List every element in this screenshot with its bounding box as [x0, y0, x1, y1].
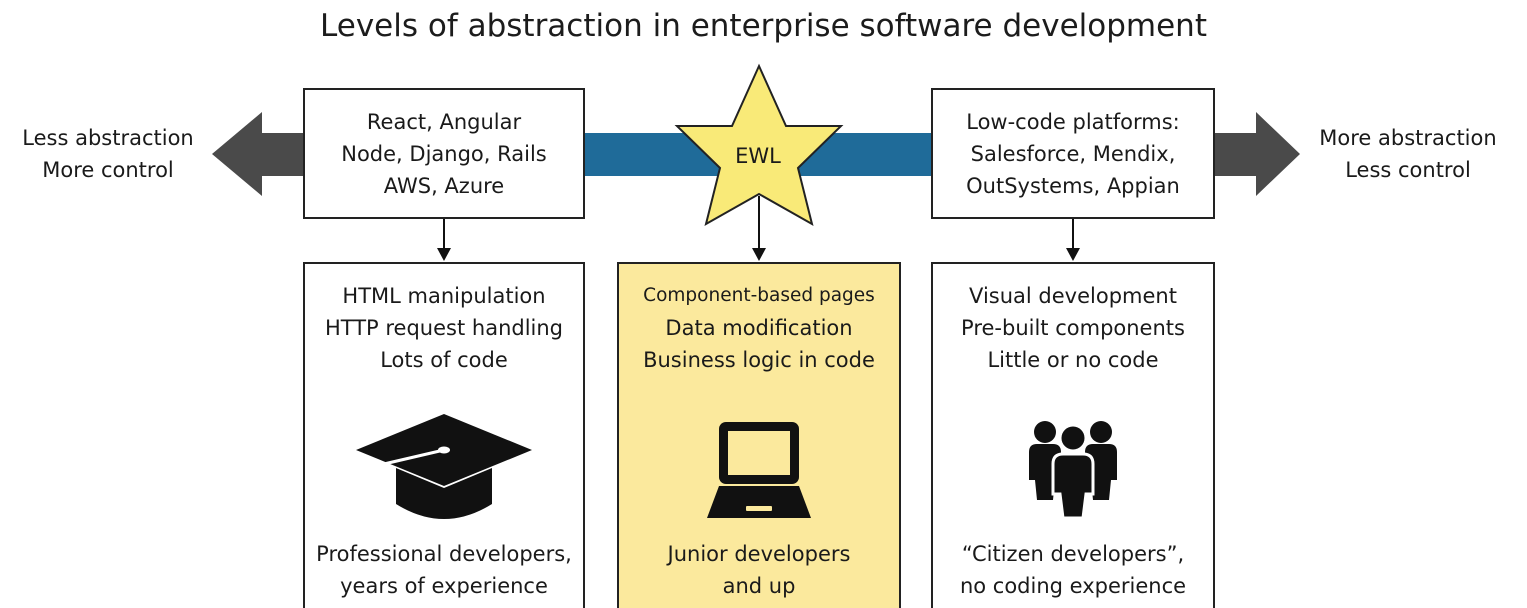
connector-right [1066, 218, 1080, 261]
ewl-star-icon [674, 63, 844, 227]
audience-line: Junior developers [667, 542, 851, 566]
people-group-icon [933, 418, 1213, 522]
framework-line: Node, Django, Rails [341, 141, 547, 166]
right-arrow [1210, 112, 1300, 196]
feature-line: Component-based pages [643, 285, 875, 306]
ewl-development-box: Component-based pages Data modification … [617, 262, 901, 608]
more-abstraction-label: More abstraction Less control [1308, 122, 1508, 186]
feature-line: Business logic in code [643, 348, 875, 372]
traditional-frameworks-box: React, Angular Node, Django, Rails AWS, … [303, 88, 585, 219]
ewl-label: EWL [735, 144, 781, 168]
connector-center [752, 196, 766, 261]
audience-line: and up [722, 574, 796, 598]
right-label-line: Less control [1345, 158, 1471, 182]
platform-line: Salesforce, Mendix, [970, 141, 1176, 166]
feature-line: Lots of code [380, 348, 508, 372]
connector-left [437, 218, 451, 261]
platform-line: OutSystems, Appian [966, 173, 1180, 198]
traditional-development-box: HTML manipulation HTTP request handling … [303, 262, 585, 608]
feature-line: Data modification [665, 316, 853, 340]
low-code-development-box: Visual development Pre-built components … [931, 262, 1215, 608]
left-label-line: More control [42, 158, 174, 182]
low-code-platforms-box: Low-code platforms: Salesforce, Mendix, … [931, 88, 1215, 219]
audience-line: no coding experience [959, 574, 1187, 598]
platform-line: Low-code platforms: [966, 109, 1180, 134]
graduation-cap-icon [305, 412, 583, 524]
framework-line: AWS, Azure [383, 173, 505, 198]
laptop-icon [619, 420, 899, 522]
audience-line: Professional developers, [316, 542, 572, 566]
feature-line: Pre-built components [961, 316, 1185, 340]
diagram-title: Levels of abstraction in enterprise soft… [320, 8, 1207, 44]
feature-line: HTML manipulation [342, 284, 546, 308]
feature-line: Little or no code [987, 348, 1159, 372]
framework-line: React, Angular [366, 109, 522, 134]
feature-line: HTTP request handling [324, 316, 564, 340]
left-label-line: Less abstraction [22, 126, 194, 150]
feature-line: Visual development [969, 284, 1177, 308]
left-arrow [212, 112, 310, 196]
audience-line: “Citizen developers”, [961, 542, 1185, 566]
right-label-line: More abstraction [1319, 126, 1497, 150]
audience-line: years of experience [340, 574, 548, 598]
less-abstraction-label: Less abstraction More control [8, 122, 208, 186]
